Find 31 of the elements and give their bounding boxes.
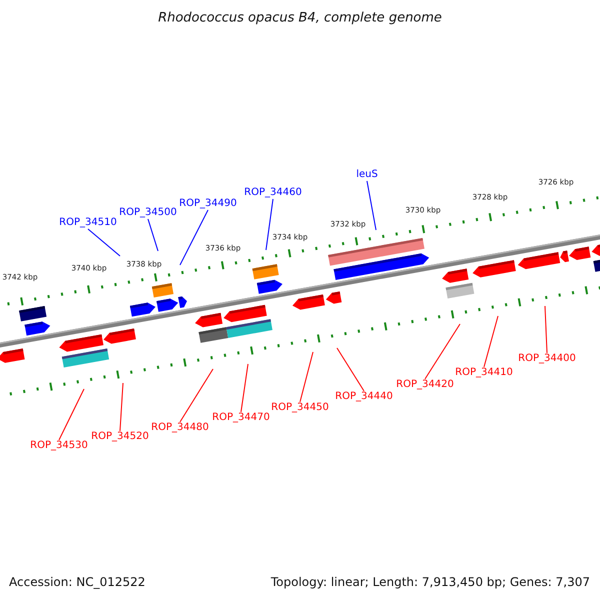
leader-line — [300, 352, 314, 402]
leader-line — [240, 364, 248, 412]
gene-label: ROP_34450 — [271, 403, 329, 413]
gene-label: ROP_34440 — [335, 392, 393, 402]
gene-label: ROP_34510 — [59, 218, 117, 228]
gene-label: ROP_34480 — [151, 423, 209, 433]
leader-line — [266, 198, 274, 250]
leader-line — [180, 368, 214, 422]
gene-label: ROP_34470 — [212, 413, 270, 423]
gene-label: ROP_34500 — [119, 208, 177, 218]
gene-label: ROP_34490 — [179, 199, 237, 209]
gene-label: ROP_34530 — [30, 441, 88, 451]
leader-line — [58, 388, 84, 440]
gene-label: ROP_34400 — [518, 354, 576, 364]
gene-label: leuS — [356, 170, 378, 180]
topology-text: Topology: linear; Length: 7,913,450 bp; Genes: 7,307 — [270, 576, 590, 588]
gene-label: ROP_34520 — [91, 432, 149, 442]
leader-line — [366, 180, 376, 230]
leader-line — [148, 218, 158, 252]
leader-line — [336, 348, 364, 392]
leader-line — [484, 316, 498, 368]
gene-label: ROP_34420 — [396, 380, 454, 390]
leader-line — [424, 324, 460, 380]
gene-label: ROP_34410 — [455, 368, 513, 378]
leader-line — [120, 382, 124, 432]
leader-line — [88, 228, 120, 256]
gene-label: ROP_34460 — [244, 188, 302, 198]
leader-line — [544, 306, 548, 354]
title: Rhodococcus opacus B4, complete genome — [158, 12, 442, 24]
accession-text: Accession: NC_012522 — [9, 576, 146, 588]
leader-line — [180, 210, 208, 266]
